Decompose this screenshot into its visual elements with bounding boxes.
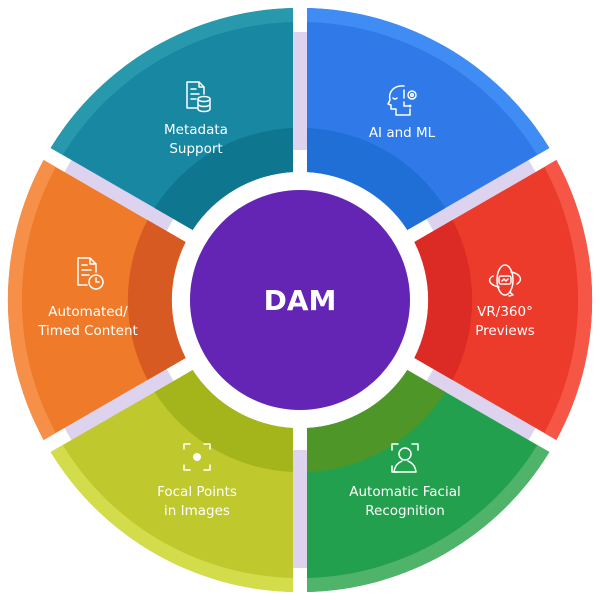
- connector-band: [287, 450, 313, 568]
- connector-band: [61, 154, 177, 237]
- segment-inner-rim: [307, 128, 446, 230]
- ai-head-gear-icon: [387, 85, 417, 116]
- segment-ai-ml: AI and ML: [307, 8, 550, 230]
- focal-point-icon: [183, 443, 211, 471]
- segment-outer-rim: [50, 445, 294, 592]
- segment-label-line: in Images: [164, 503, 230, 519]
- segment-label-line: VR/360°: [477, 304, 533, 320]
- face-scan-icon: [391, 443, 419, 473]
- segment-label-line: Support: [169, 141, 222, 157]
- segment-fill: [414, 160, 593, 440]
- segment-outer-rim: [7, 160, 56, 440]
- connector-bands: [61, 32, 539, 568]
- document-clock-icon: [77, 257, 104, 290]
- segment-outer-rim: [307, 8, 550, 155]
- connector-band: [61, 363, 177, 446]
- segment-outer-rim: [50, 8, 294, 155]
- segment-inner-rim: [154, 370, 293, 472]
- vr-360-icon: [488, 264, 522, 297]
- segment-label-line: Recognition: [365, 503, 445, 519]
- connector-band: [423, 154, 539, 237]
- segment-inner-rim: [154, 128, 293, 230]
- connector-band: [423, 363, 539, 446]
- segment-focal-points: Focal Points in Images: [50, 370, 294, 592]
- segment-label-line: AI and ML: [369, 125, 436, 141]
- center-disc: [190, 190, 410, 410]
- segment-label-line: Automatic Facial: [349, 484, 461, 500]
- segment-fill: [7, 160, 186, 440]
- segment-label-line: Timed Content: [37, 323, 138, 339]
- segment-vr-previews: VR/360° Previews: [414, 160, 593, 440]
- segment-inner-rim: [127, 220, 186, 380]
- segment-label-line: Automated/: [48, 304, 128, 320]
- segment-inner-rim: [414, 220, 473, 380]
- segment-inner-rim: [307, 370, 446, 472]
- document-database-icon: [186, 81, 211, 113]
- segment-label-line: Focal Points: [157, 484, 237, 500]
- segment-label-line: Previews: [475, 323, 535, 339]
- segment-automated-content: Automated/Timed Content: [7, 160, 186, 440]
- center-label: DAM: [264, 284, 337, 317]
- connector-band: [287, 32, 313, 150]
- segment-label-line: Metadata: [164, 122, 228, 138]
- segment-outer-rim: [307, 445, 550, 592]
- segment-outer-rim: [544, 160, 593, 440]
